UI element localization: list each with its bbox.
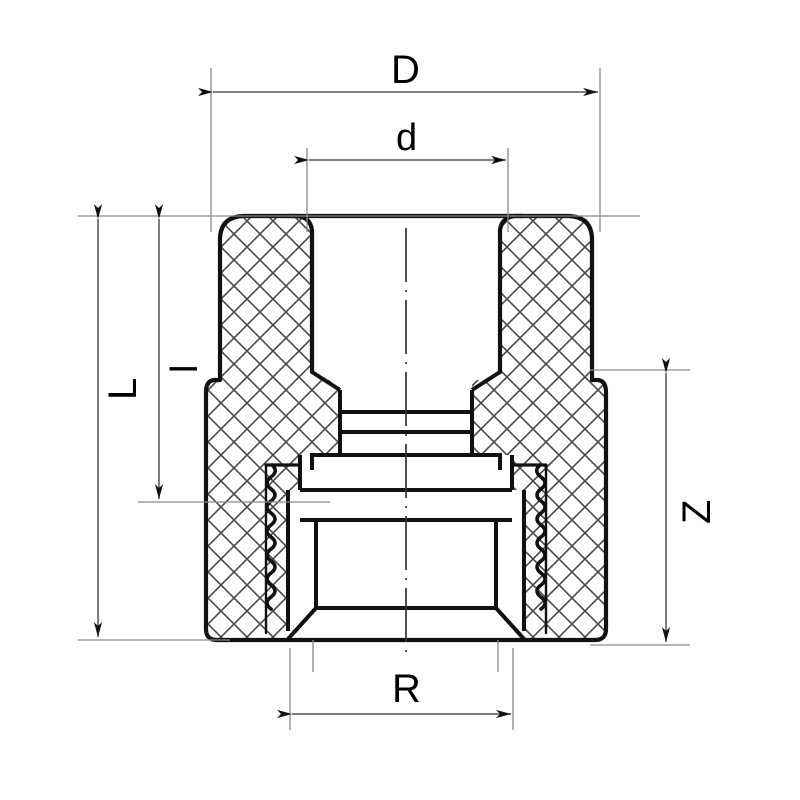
dimension-label-l: l [164, 364, 206, 373]
bore-taper-right [470, 370, 502, 392]
bore-taper-left [310, 370, 342, 392]
outline-right [558, 213, 609, 643]
dimension-label-R: R [392, 667, 421, 711]
neck-shelf-right [472, 453, 502, 470]
neck-shelf-left [310, 453, 340, 470]
dimension-label-D: D [391, 48, 420, 92]
dimension-label-L: L [101, 377, 145, 400]
dimension-label-Z: Z [675, 499, 719, 524]
chamfer-right [494, 606, 526, 641]
internal-bore-profile [286, 370, 526, 641]
dimension-label-d: d [396, 117, 418, 159]
thread-profile [264, 463, 548, 635]
chamfer-left [286, 606, 318, 641]
fitting-body [206, 216, 606, 640]
thread-left [265, 463, 278, 611]
body-wall-left [206, 216, 340, 640]
body-wall-right [472, 216, 606, 640]
dimension-lines [93, 87, 671, 719]
outline-left [203, 213, 254, 643]
thread-right [534, 463, 547, 611]
